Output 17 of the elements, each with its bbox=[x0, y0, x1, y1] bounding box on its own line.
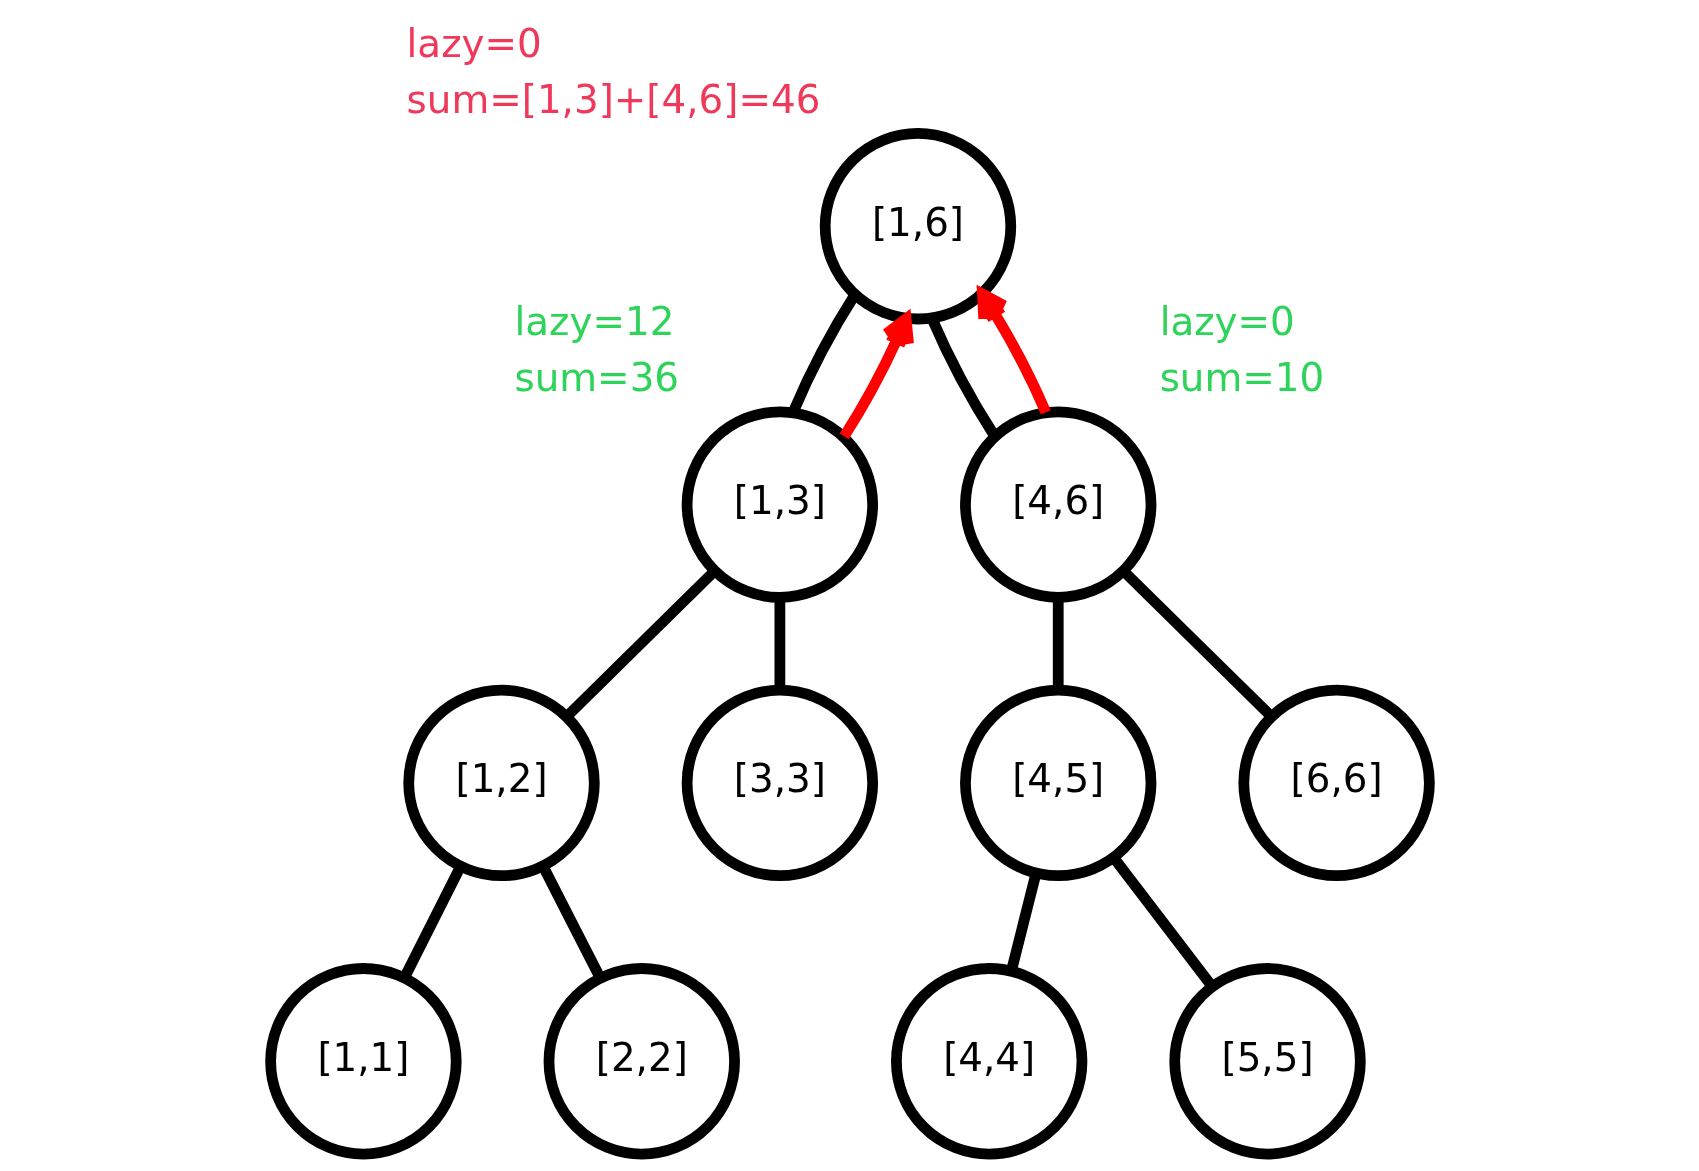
node-label: sum=[1,3]+[4,6]=46 bbox=[406, 76, 820, 122]
node-circle: [4,5] bbox=[959, 684, 1156, 882]
node-circle: [4,6] bbox=[959, 406, 1156, 603]
node-label: sum=36 bbox=[513, 355, 679, 401]
node-circle: [6,6] bbox=[1237, 684, 1435, 882]
node-circle: [1,2] bbox=[402, 684, 600, 882]
node-circle: [5,5] bbox=[1168, 963, 1366, 1160]
node-circle: [4,4] bbox=[890, 963, 1087, 1160]
node-label: lazy=12 bbox=[513, 298, 674, 344]
node-circle: [1,1] bbox=[264, 963, 462, 1160]
node-circle: [3,3] bbox=[681, 684, 878, 882]
connector bbox=[563, 567, 718, 720]
node-circle: [1,3] bbox=[681, 406, 878, 603]
node-label: sum=10 bbox=[1159, 355, 1324, 401]
node-label: lazy=0 bbox=[406, 20, 542, 66]
node-label: lazy=0 bbox=[1159, 298, 1295, 344]
node-circle: [2,2] bbox=[543, 963, 740, 1160]
